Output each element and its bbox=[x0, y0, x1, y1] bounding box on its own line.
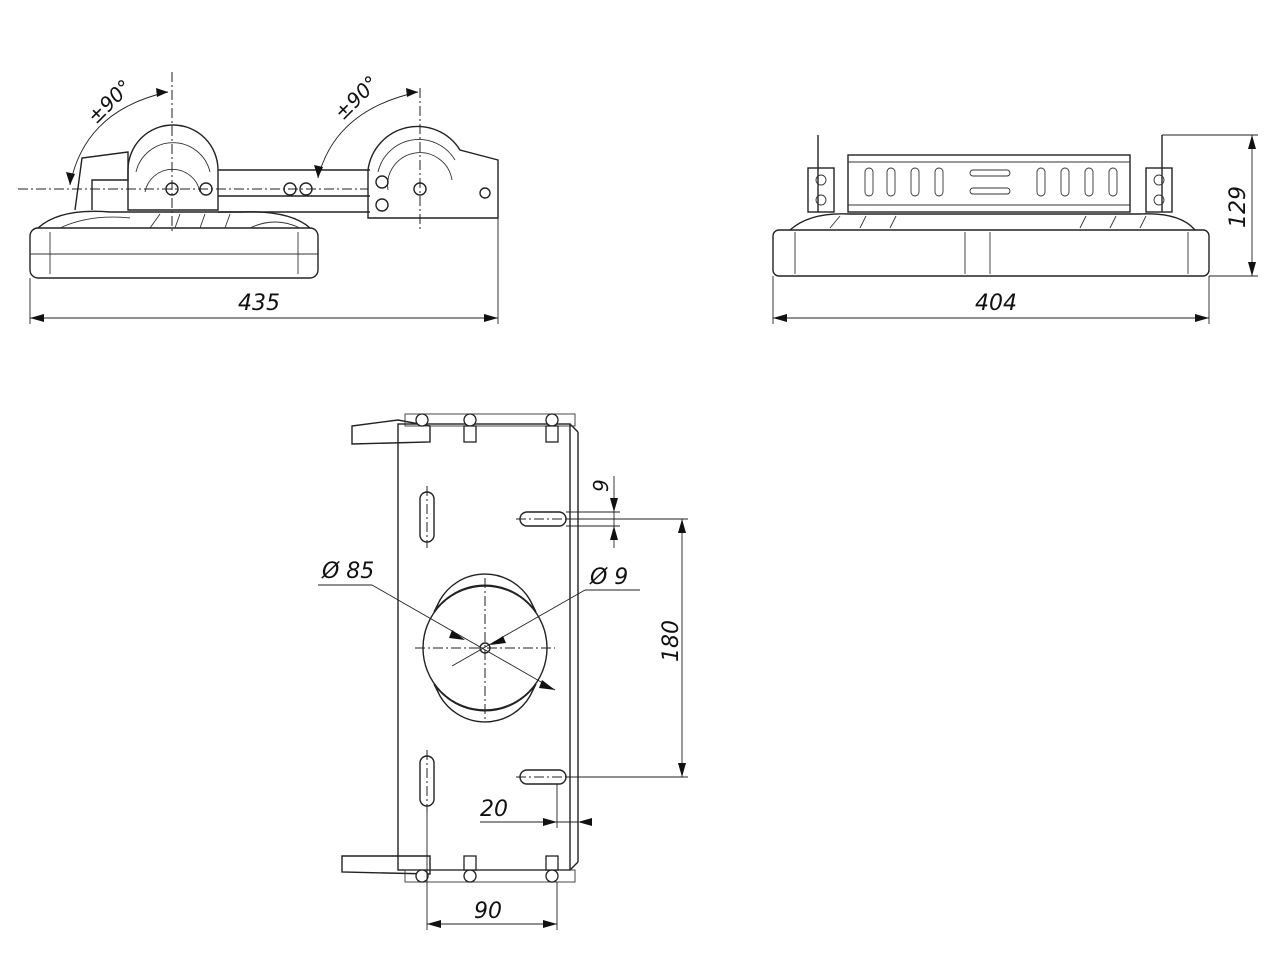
edge-offset-label: 20 bbox=[480, 797, 508, 822]
front-view bbox=[772, 134, 1258, 324]
side-angle-right-label: ±90° bbox=[329, 71, 383, 125]
bolt-icons bbox=[415, 413, 559, 883]
bracket-view bbox=[318, 413, 688, 930]
hole-spacing-label: 90 bbox=[474, 899, 502, 924]
side-width-label: 435 bbox=[238, 291, 280, 316]
front-height-label: 129 bbox=[1226, 186, 1251, 228]
slot-width-label: 9 bbox=[589, 479, 613, 492]
bolt-diameter-label: Ø 9 bbox=[589, 565, 628, 590]
side-angle-left-label: ±90° bbox=[83, 75, 137, 129]
front-width-label: 404 bbox=[975, 291, 1017, 316]
hole-diameter-label: Ø 85 bbox=[321, 559, 374, 584]
side-view bbox=[18, 72, 499, 324]
slot-spacing-label: 180 bbox=[659, 620, 684, 662]
